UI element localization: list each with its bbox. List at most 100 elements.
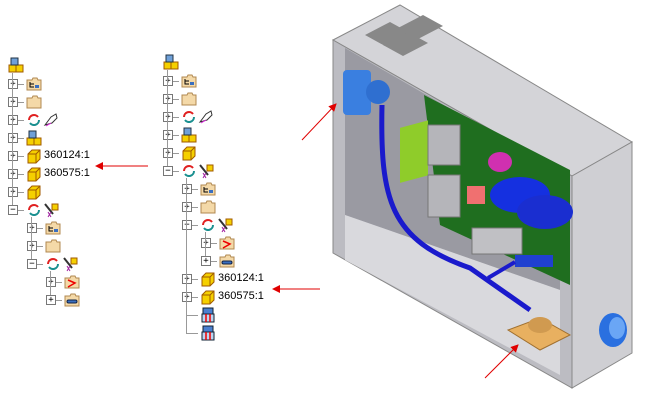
- expand-toggle[interactable]: +: [182, 202, 192, 212]
- collapse-toggle[interactable]: −: [163, 166, 173, 176]
- expand-toggle[interactable]: +: [182, 292, 192, 302]
- tree-guide-line: [12, 192, 24, 193]
- folder-tree-icon: [26, 76, 42, 92]
- assembly-icon: [163, 54, 179, 70]
- assembly-icon: [181, 127, 197, 143]
- part-icon: [181, 145, 197, 161]
- tree-guide-line: [12, 138, 24, 139]
- expand-toggle[interactable]: +: [8, 79, 18, 89]
- tree-guide-line: [50, 282, 62, 283]
- pointer-icon: [43, 112, 59, 128]
- callout-arrow: [301, 103, 337, 141]
- callout-arrow: [484, 344, 519, 379]
- collapse-toggle[interactable]: −: [27, 259, 37, 269]
- part-icon: [26, 166, 42, 182]
- expand-toggle[interactable]: +: [201, 256, 211, 266]
- folder-tree-icon: [200, 181, 216, 197]
- folder-icon: [26, 94, 42, 110]
- expand-toggle[interactable]: +: [163, 130, 173, 140]
- tree-guide-line: [31, 264, 43, 265]
- refresh-icon: [26, 202, 42, 218]
- folder-tree-icon: [45, 220, 61, 236]
- expand-toggle[interactable]: +: [8, 97, 18, 107]
- tree-node-label[interactable]: 360124:1: [44, 149, 90, 161]
- expand-toggle[interactable]: +: [163, 76, 173, 86]
- tree-guide-line: [186, 333, 198, 334]
- tree-node-label[interactable]: 360575:1: [44, 167, 90, 179]
- expand-toggle[interactable]: +: [163, 112, 173, 122]
- header-connector: [515, 255, 553, 267]
- assembly-icon: [8, 57, 24, 73]
- part-icon: [26, 184, 42, 200]
- part-icon: [200, 271, 216, 287]
- expand-toggle[interactable]: +: [8, 151, 18, 161]
- tree-guide-line: [50, 300, 62, 301]
- refresh-icon: [181, 109, 197, 125]
- part-icon: [26, 148, 42, 164]
- tree-guide-line: [12, 84, 24, 85]
- harness-icon: [217, 217, 233, 233]
- folder-wire-icon: [64, 274, 80, 290]
- tree-guide-line: [205, 261, 217, 262]
- expand-toggle[interactable]: +: [182, 274, 192, 284]
- tree-guide-line: [167, 171, 179, 172]
- collapse-toggle[interactable]: −: [8, 205, 18, 215]
- green-module: [400, 120, 428, 183]
- tree-guide-line: [186, 178, 187, 333]
- expand-toggle[interactable]: +: [182, 184, 192, 194]
- expand-toggle[interactable]: +: [8, 115, 18, 125]
- expand-toggle[interactable]: +: [163, 94, 173, 104]
- folder-cable-icon: [64, 292, 80, 308]
- folder-icon: [200, 199, 216, 215]
- tree-node-label[interactable]: 360575:1: [218, 290, 264, 302]
- tree-guide-line: [12, 73, 13, 210]
- expand-toggle[interactable]: +: [8, 133, 18, 143]
- expand-toggle[interactable]: +: [46, 295, 56, 305]
- tree-guide-line: [167, 153, 179, 154]
- expand-toggle[interactable]: +: [8, 169, 18, 179]
- collapse-toggle[interactable]: −: [182, 220, 192, 230]
- expand-toggle[interactable]: +: [8, 187, 18, 197]
- tree-guide-line: [186, 315, 198, 316]
- harness-icon: [62, 256, 78, 272]
- tree-node-label[interactable]: 360124:1: [218, 272, 264, 284]
- chip-upper: [427, 124, 461, 166]
- refresh-icon: [181, 163, 197, 179]
- folder-wire-icon: [219, 235, 235, 251]
- harness-icon: [43, 202, 59, 218]
- tree-guide-line: [167, 135, 179, 136]
- expand-toggle[interactable]: +: [27, 241, 37, 251]
- tree-guide-line: [31, 246, 43, 247]
- blue-connector: [343, 70, 371, 115]
- expand-toggle[interactable]: +: [27, 223, 37, 233]
- tree-guide-line: [31, 217, 32, 264]
- tree-guide-line: [205, 232, 206, 261]
- tree-guide-line: [186, 189, 198, 190]
- tree-guide-line: [12, 174, 24, 175]
- expand-toggle[interactable]: +: [201, 238, 211, 248]
- relay: [467, 186, 485, 204]
- tree-guide-line: [186, 297, 198, 298]
- folder-tree-icon: [181, 73, 197, 89]
- refresh-icon: [45, 256, 61, 272]
- tree-guide-line: [186, 279, 198, 280]
- tree-guide-line: [167, 117, 179, 118]
- tree-guide-line: [12, 210, 24, 211]
- expand-toggle[interactable]: +: [163, 148, 173, 158]
- cable-harness: [379, 104, 532, 313]
- connector-icon: [200, 307, 216, 323]
- refresh-icon: [26, 112, 42, 128]
- tree-guide-line: [205, 243, 217, 244]
- folder-icon: [45, 238, 61, 254]
- tree-guide-line: [31, 228, 43, 229]
- tree-guide-line: [167, 70, 168, 171]
- tree-guide-line: [50, 271, 51, 300]
- expand-toggle[interactable]: +: [46, 277, 56, 287]
- capacitor-2: [517, 195, 573, 229]
- folder-cable-icon: [219, 253, 235, 269]
- tree-guide-line: [167, 81, 179, 82]
- tree-guide-line: [12, 156, 24, 157]
- folder-icon: [181, 91, 197, 107]
- part-icon: [200, 289, 216, 305]
